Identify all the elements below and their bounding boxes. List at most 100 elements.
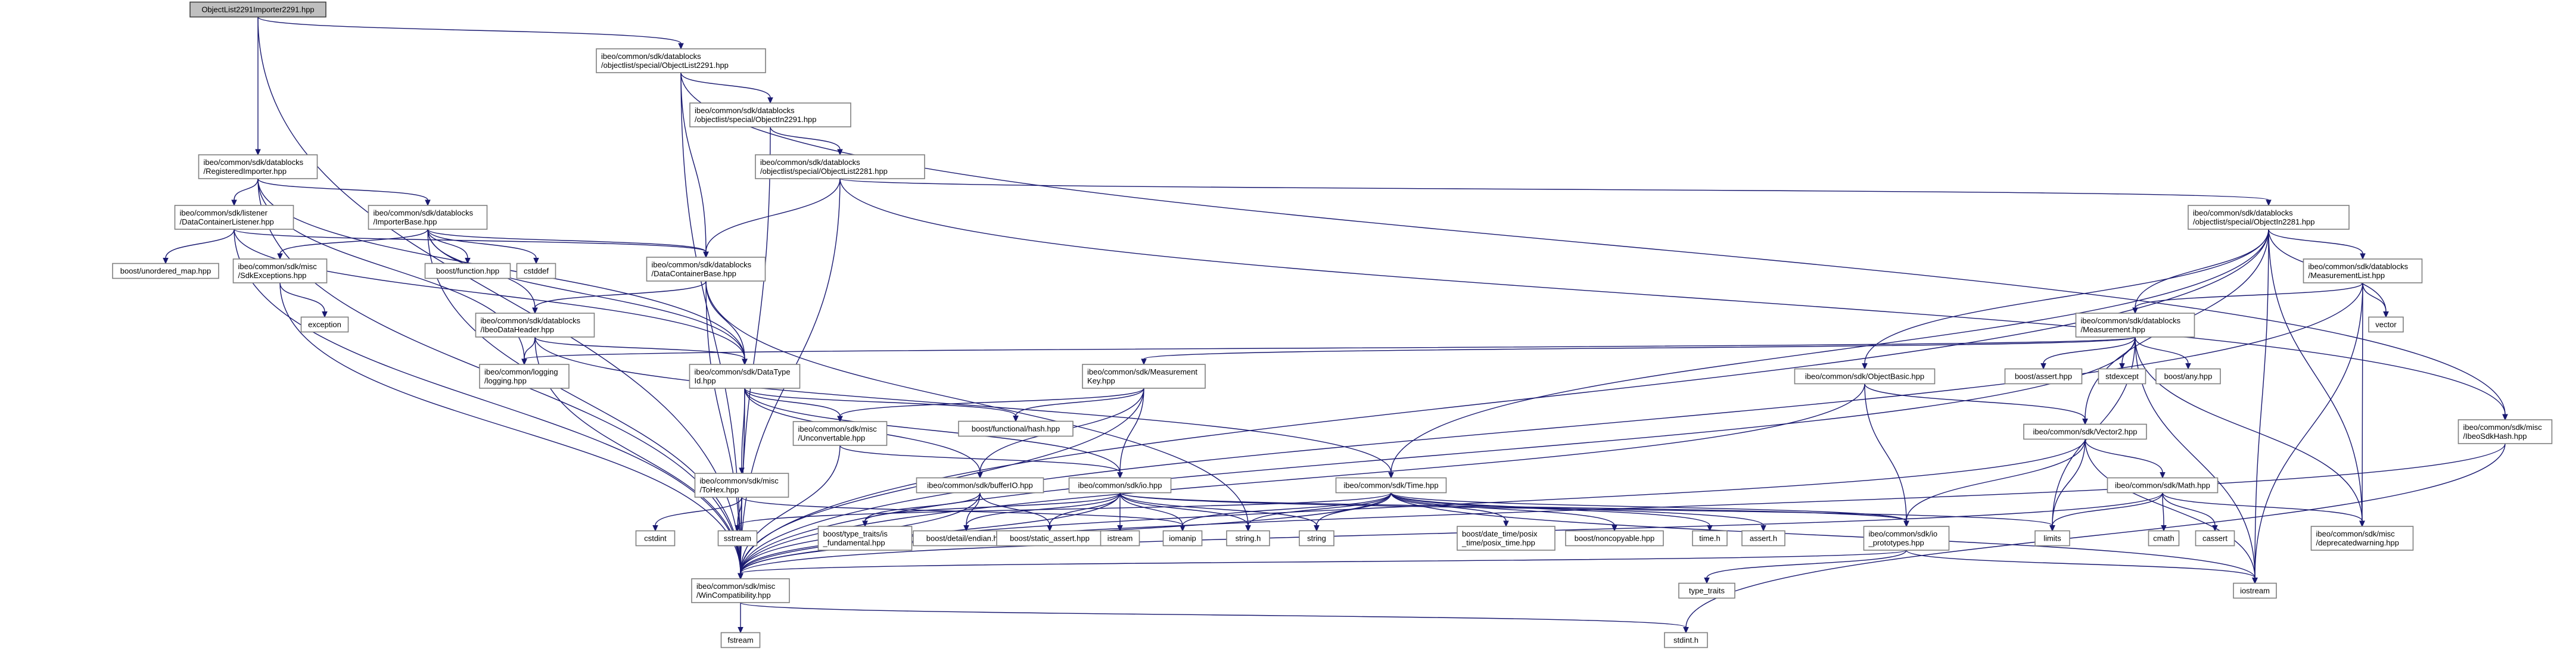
edge-line	[534, 336, 1392, 473]
edge-wincompat-to-fstream	[738, 602, 743, 634]
node-label: /objectlist/special/ObjectIn2291.hpp	[695, 115, 817, 124]
edge-line	[1119, 492, 1183, 526]
node-unconv[interactable]: ibeo/common/sdk/misc/Unconvertable.hpp	[792, 421, 888, 446]
node-label: ibeo/common/sdk/Measurement	[1087, 367, 1197, 376]
node-iostream: iostream	[2233, 582, 2277, 599]
node-label: ibeo/common/sdk/datablocks	[601, 52, 701, 61]
node-impbase[interactable]: ibeo/common/sdk/datablocks/ImporterBase.…	[368, 205, 488, 230]
node-label: ibeo/common/sdk/datablocks	[695, 106, 795, 115]
node-box	[1692, 530, 1728, 547]
edge-vector2-to-iostream	[2085, 439, 2258, 584]
node-logging[interactable]: ibeo/common/logging/logging.hpp	[479, 364, 570, 389]
edge-line	[680, 72, 2506, 415]
edge-line	[1119, 388, 1144, 473]
node-box	[916, 477, 1044, 494]
edge-line	[2135, 336, 2363, 522]
edge-arrowhead	[2132, 307, 2138, 314]
node-objbasic[interactable]: ibeo/common/sdk/ObjectBasic.hpp	[1794, 368, 1936, 385]
node-stringh: string.h	[1226, 530, 1270, 547]
edge-line	[740, 602, 1687, 628]
node-label: boost/functional/hash.hpp	[972, 425, 1060, 433]
node-ol2281[interactable]: ibeo/common/sdk/datablocks/objectlist/sp…	[755, 154, 925, 179]
node-box	[1457, 526, 1555, 551]
node-box	[232, 258, 328, 283]
node-tohex[interactable]: ibeo/common/sdk/misc/ToHex.hpp	[694, 473, 789, 498]
node-label: /RegisteredImporter.hpp	[204, 167, 287, 176]
edge-line	[744, 388, 1121, 473]
edge-sdkexc-to-exception	[279, 282, 328, 318]
node-sdkexc[interactable]: ibeo/common/sdk/misc/SdkExceptions.hpp	[232, 258, 328, 283]
edge-arrowhead	[521, 358, 527, 366]
node-hash[interactable]: ibeo/common/sdk/misc/IbeoSdkHash.hpp	[2457, 419, 2553, 444]
node-obj2281[interactable]: ibeo/common/sdk/datablocks/objectlist/sp…	[2188, 205, 2350, 230]
edge-line	[737, 492, 1392, 526]
node-box	[1162, 530, 1203, 547]
node-label: cstddef	[524, 267, 549, 276]
node-label: boost/function.hpp	[436, 267, 499, 276]
node-label: ibeo/common/sdk/misc	[696, 582, 776, 591]
node-label: /Measurement.hpp	[2081, 325, 2145, 334]
edge-vector2-to-limits	[2049, 439, 2086, 532]
node-label: /objectlist/special/ObjectList2281.hpp	[760, 167, 888, 176]
edge-arrowhead	[977, 472, 983, 479]
edge-line	[740, 550, 1907, 574]
edge-line	[1119, 492, 1249, 526]
node-label: ibeo/common/sdk/Math.hpp	[2115, 481, 2210, 490]
node-label: boost/assert.hpp	[2015, 372, 2072, 381]
edge-wincompat-to-stdinth	[740, 602, 1689, 634]
node-ibeohdr[interactable]: ibeo/common/sdk/datablocks/IbeoDataHeade…	[475, 313, 595, 338]
node-label: ibeo/common/sdk/io.hpp	[1078, 481, 1162, 490]
node-regimp[interactable]: ibeo/common/sdk/datablocks/RegisteredImp…	[198, 154, 318, 179]
node-box	[475, 313, 595, 338]
node-dcl[interactable]: ibeo/common/sdk/listener/DataContainerLi…	[174, 205, 294, 230]
node-measurement[interactable]: ibeo/common/sdk/datablocks/Measurement.h…	[2075, 313, 2195, 338]
edge-line	[705, 280, 1249, 526]
edge-time-to-iomanip	[1180, 492, 1392, 532]
node-vector: vector	[2368, 316, 2404, 333]
node-math[interactable]: ibeo/common/sdk/Math.hpp	[2107, 477, 2219, 494]
edge-line	[2162, 492, 2216, 526]
node-label: string.h	[1236, 534, 1261, 543]
edge-measurement-to-logging	[521, 336, 2136, 366]
node-deprecated[interactable]: ibeo/common/sdk/misc/deprecatedwarning.h…	[2310, 526, 2414, 551]
node-meslist[interactable]: ibeo/common/sdk/datablocks/MeasurementLi…	[2303, 258, 2423, 283]
node-wincompat[interactable]: ibeo/common/sdk/misc/WinCompatibility.hp…	[691, 578, 790, 603]
node-box	[189, 1, 326, 18]
node-ol2291[interactable]: ibeo/common/sdk/datablocks/objectlist/sp…	[596, 48, 766, 73]
node-box	[2188, 205, 2350, 230]
edge-line	[740, 445, 841, 574]
edge-arrowhead	[1704, 578, 1710, 584]
edge-line	[427, 229, 707, 252]
node-obj2291[interactable]: ibeo/common/sdk/datablocks/objectlist/sp…	[689, 102, 851, 127]
node-bufferio[interactable]: ibeo/common/sdk/bufferIO.hpp	[916, 477, 1044, 494]
edge-mkey-to-unconv	[837, 388, 1144, 423]
node-box	[2233, 582, 2277, 599]
node-box	[198, 154, 318, 179]
node-box	[2098, 368, 2146, 385]
edge-arrowhead	[2212, 525, 2218, 532]
edge-ol2291-to-dcbase	[680, 72, 709, 258]
node-label: boost/unordered_map.hpp	[120, 267, 211, 276]
edge-line	[2254, 282, 2363, 578]
node-box	[174, 205, 294, 230]
node-vector2[interactable]: ibeo/common/sdk/Vector2.hpp	[2023, 423, 2147, 440]
edge-tohex-to-cstdint	[652, 497, 742, 532]
edge-impbase-to-cstddef	[427, 229, 539, 264]
node-box	[1335, 477, 1447, 494]
node-box	[596, 48, 766, 73]
node-time[interactable]: ibeo/common/sdk/Time.hpp	[1335, 477, 1447, 494]
node-posixtime: boost/date_time/posix_time/posix_time.hp…	[1457, 526, 1555, 551]
edge-line	[744, 388, 841, 417]
node-dcbase[interactable]: ibeo/common/sdk/datablocks/DataContainer…	[646, 257, 766, 282]
edge-line	[655, 497, 742, 526]
node-label: ibeo/common/logging	[484, 367, 558, 376]
edge-line	[234, 178, 259, 201]
node-io[interactable]: ibeo/common/sdk/io.hpp	[1068, 477, 1172, 494]
node-label: cmath	[2153, 534, 2174, 543]
node-ioproto[interactable]: ibeo/common/sdk/io_prototypes.hpp	[1863, 526, 1950, 551]
edge-line	[427, 229, 468, 258]
edge-arrowhead	[1047, 525, 1053, 532]
edge-arrowhead	[465, 258, 471, 264]
